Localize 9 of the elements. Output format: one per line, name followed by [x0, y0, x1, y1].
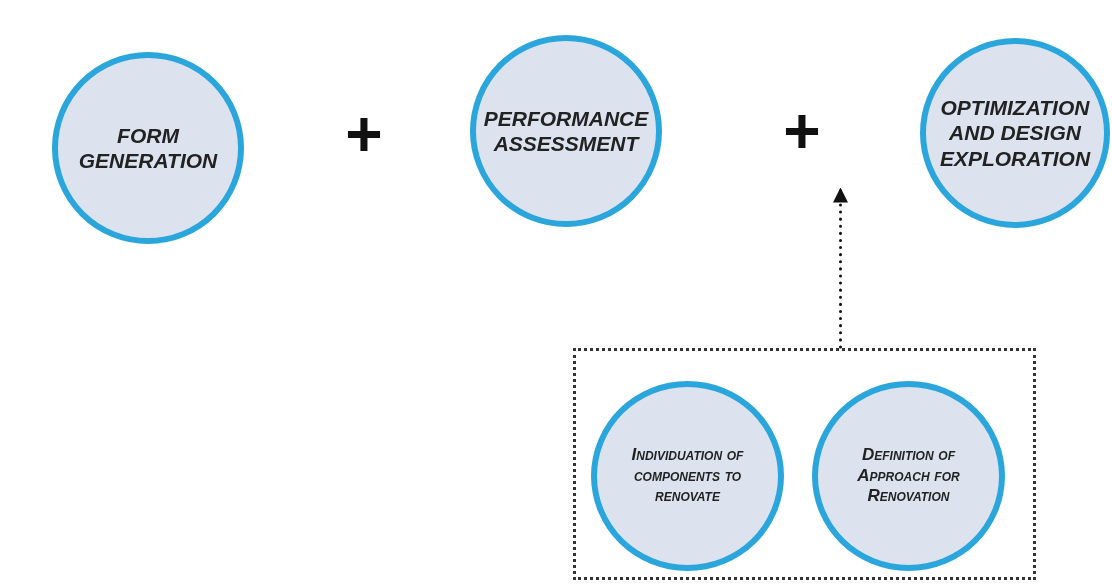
- step-label: FORM GENERATION: [77, 122, 219, 174]
- dotted-group-box: [573, 348, 1036, 580]
- plus-sign: +: [780, 95, 824, 167]
- plus-sign: +: [344, 98, 384, 170]
- step-label: PERFORMANCE ASSESSMENT: [482, 105, 650, 157]
- step-label: OPTIMIZATION AND DESIGN EXPLORATION: [938, 95, 1092, 171]
- dotted-arrow: [833, 187, 848, 349]
- step-label: Definition of Approach for Renovation: [856, 445, 961, 507]
- step-label: Individuation of components to renovate: [630, 445, 745, 507]
